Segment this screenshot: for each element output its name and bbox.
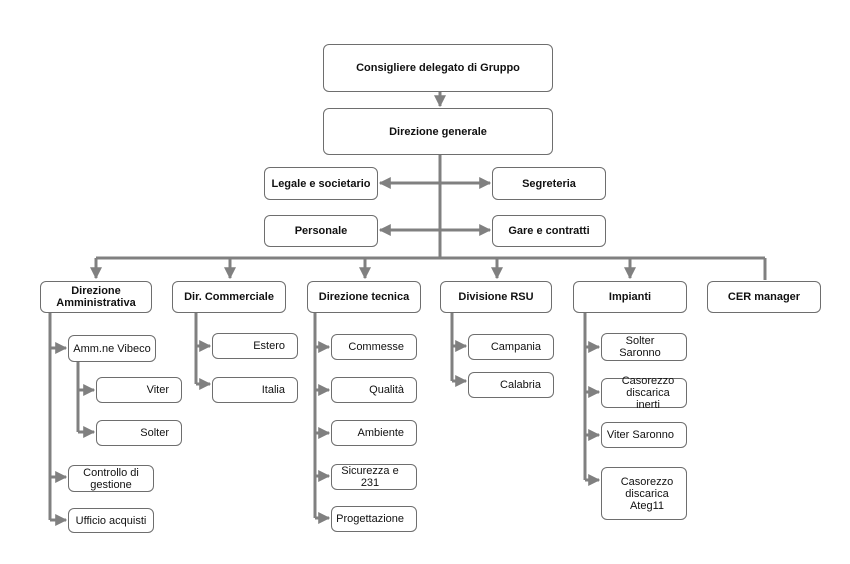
node-casorezzo-inerti: Casorezzo discarica inerti bbox=[601, 375, 687, 411]
node-personale: Personale bbox=[264, 215, 378, 247]
node-divisione-rsu: Divisione RSU bbox=[440, 281, 552, 313]
node-progettazione: Progettazione bbox=[331, 506, 417, 532]
node-amm-vibeco: Amm.ne Vibeco bbox=[68, 335, 156, 362]
node-segreteria: Segreteria bbox=[492, 167, 606, 200]
node-direzione-generale: Direzione generale bbox=[323, 108, 553, 155]
node-gare-contratti: Gare e contratti bbox=[492, 215, 606, 247]
node-controllo-gestione: Controllo di gestione bbox=[68, 465, 154, 492]
node-legale-societario: Legale e societario bbox=[264, 167, 378, 200]
node-dir-commerciale: Dir. Commerciale bbox=[172, 281, 286, 313]
node-direzione-tecnica: Direzione tecnica bbox=[307, 281, 421, 313]
node-solter-saronno: Solter Saronno bbox=[601, 333, 687, 361]
node-solter: Solter bbox=[96, 420, 182, 446]
node-calabria: Calabria bbox=[468, 372, 554, 398]
node-direzione-amministrativa: Direzione Amministrativa bbox=[40, 281, 152, 313]
node-ufficio-acquisti: Ufficio acquisti bbox=[68, 508, 154, 533]
node-commesse: Commesse bbox=[331, 334, 417, 360]
node-italia: Italia bbox=[212, 377, 298, 403]
node-ambiente: Ambiente bbox=[331, 420, 417, 446]
node-estero: Estero bbox=[212, 333, 298, 359]
node-cer-manager: CER manager bbox=[707, 281, 821, 313]
node-campania: Campania bbox=[468, 334, 554, 360]
node-casorezzo-ateg11: Casorezzo discarica Ateg11 bbox=[601, 467, 687, 520]
node-sicurezza-231: Sicurezza e 231 bbox=[331, 464, 417, 490]
node-viter-saronno: Viter Saronno bbox=[601, 422, 687, 448]
node-consigliere-delegato: Consigliere delegato di Gruppo bbox=[323, 44, 553, 92]
node-qualita: Qualità bbox=[331, 377, 417, 403]
node-impianti: Impianti bbox=[573, 281, 687, 313]
node-viter: Viter bbox=[96, 377, 182, 403]
